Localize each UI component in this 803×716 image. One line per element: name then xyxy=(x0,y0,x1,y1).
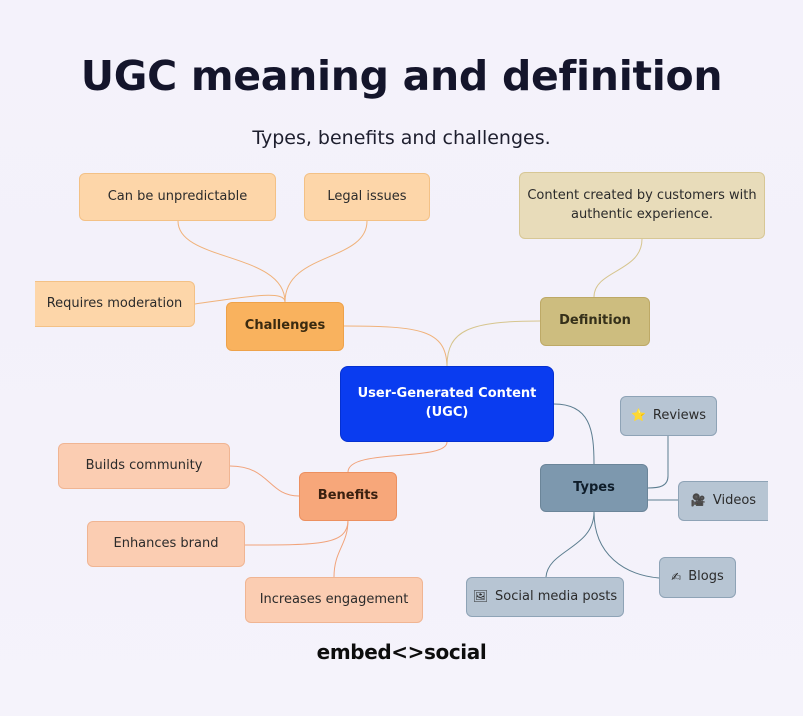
benefits-hub: Benefits xyxy=(299,472,397,521)
types-hub: Types xyxy=(540,464,648,512)
type-reviews: ⭐ Reviews xyxy=(620,396,717,436)
connector-types-blogs xyxy=(593,511,660,579)
connector-types-social xyxy=(545,511,595,578)
connector-benefits-community xyxy=(229,465,300,497)
center-node-line2: (UGC) xyxy=(425,405,469,420)
type-reviews-label: Reviews xyxy=(652,407,707,423)
star-icon: ⭐ xyxy=(630,408,646,423)
writing-hand-icon: ✍ xyxy=(671,569,682,584)
connector-challenges-center xyxy=(343,325,448,367)
connector-definition-text xyxy=(593,238,643,298)
connector-challenges-unpredictable xyxy=(177,220,286,303)
benefit-increases-engagement: Increases engagement xyxy=(245,577,423,623)
type-blogs-label: Blogs xyxy=(688,569,724,585)
type-social-label: Social media posts xyxy=(495,588,618,604)
connector-types-center xyxy=(553,403,595,465)
connector-challenges-moderation xyxy=(194,294,286,305)
logo-part2: social xyxy=(424,640,487,664)
challenge-legal-issues: Legal issues xyxy=(304,173,430,221)
benefit-builds-community: Builds community xyxy=(58,443,230,489)
logo-mark: <> xyxy=(391,640,424,664)
page-title: UGC meaning and definition xyxy=(80,52,723,100)
page-subtitle: Types, benefits and challenges. xyxy=(252,127,551,149)
definition-text-line2: authentic experience. xyxy=(571,206,713,222)
definition-text-line1: Content created by customers with xyxy=(527,187,757,203)
center-node-line1: User-Generated Content xyxy=(357,386,537,402)
type-blogs: ✍ Blogs xyxy=(659,557,736,598)
connector-types-reviews xyxy=(647,436,669,489)
video-camera-icon: 🎥 xyxy=(690,493,706,508)
type-videos: 🎥 Videos xyxy=(678,481,768,521)
connector-challenges-legal xyxy=(284,220,368,303)
definition-text: Content created by customers with authen… xyxy=(519,172,765,239)
logo-part1: embed xyxy=(316,640,392,664)
picture-icon: 🖼 xyxy=(472,589,489,604)
type-social-media-posts: 🖼 Social media posts xyxy=(466,577,624,617)
challenge-requires-moderation: Requires moderation xyxy=(35,281,195,327)
connector-benefits-engagement xyxy=(333,519,349,578)
embedsocial-logo: embed<>social xyxy=(0,640,803,664)
connector-benefits-center xyxy=(347,441,448,473)
challenge-unpredictable: Can be unpredictable xyxy=(79,173,276,221)
connector-definition-center xyxy=(446,320,541,367)
connector-benefits-brand xyxy=(244,519,349,546)
definition-hub: Definition xyxy=(540,297,650,346)
center-node-ugc: User-Generated Content (UGC) xyxy=(340,366,554,442)
benefit-enhances-brand: Enhances brand xyxy=(87,521,245,567)
challenges-hub: Challenges xyxy=(226,302,344,351)
type-videos-label: Videos xyxy=(712,492,757,508)
